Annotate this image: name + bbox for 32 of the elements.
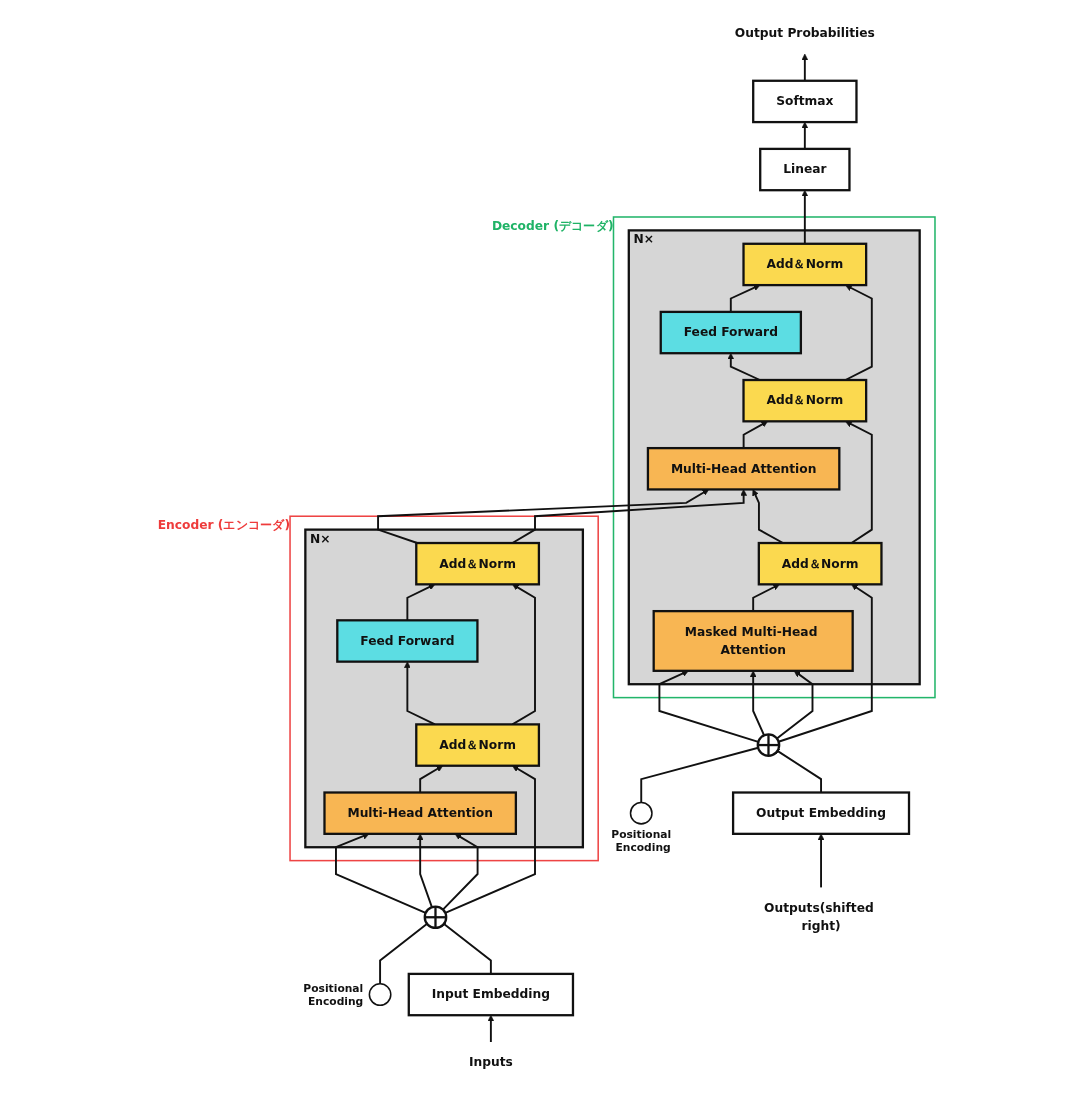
node-text: Output Probabilities: [734, 25, 875, 41]
cluster: [288, 515, 599, 862]
node-label: N×: [309, 531, 331, 546]
arrow: [844, 421, 873, 544]
node-text: Inputs: [468, 1055, 513, 1070]
node-label: Encoder (エンコーダ): [157, 517, 290, 533]
node-text: Outputs(shifted right): [763, 900, 874, 934]
node-box: Multi-Head Attention: [646, 446, 841, 491]
arrow: [817, 833, 825, 889]
node-box: Input Embedding: [407, 972, 574, 1017]
node-box: Feed Forward: [659, 310, 802, 355]
node-label: Decoder (デコーダ): [491, 218, 614, 234]
node-caption: Positional Encoding: [303, 981, 363, 1008]
node-box: Add＆Norm: [414, 723, 540, 767]
node-box: Softmax: [751, 79, 858, 124]
node-box: Add＆Norm: [414, 541, 540, 586]
node-box: Add＆Norm: [742, 378, 867, 423]
node-caption: Positional Encoding: [610, 827, 671, 854]
node-box: Output Embedding: [731, 791, 910, 835]
node-circle: [629, 801, 653, 825]
node-box: Add＆Norm: [757, 541, 883, 586]
arrow: [752, 489, 784, 544]
node-box: Add＆Norm: [742, 242, 867, 287]
cluster: [303, 528, 584, 849]
arrow: [511, 489, 747, 544]
node-box: Feed Forward: [335, 619, 479, 663]
arrow: [376, 489, 709, 544]
node-box: Masked Multi-Head Attention: [652, 610, 854, 672]
node-box: Linear: [758, 147, 851, 192]
node-box: Multi-Head Attention: [323, 791, 517, 835]
node-label: N×: [633, 231, 654, 247]
node-circle: [368, 983, 392, 1007]
